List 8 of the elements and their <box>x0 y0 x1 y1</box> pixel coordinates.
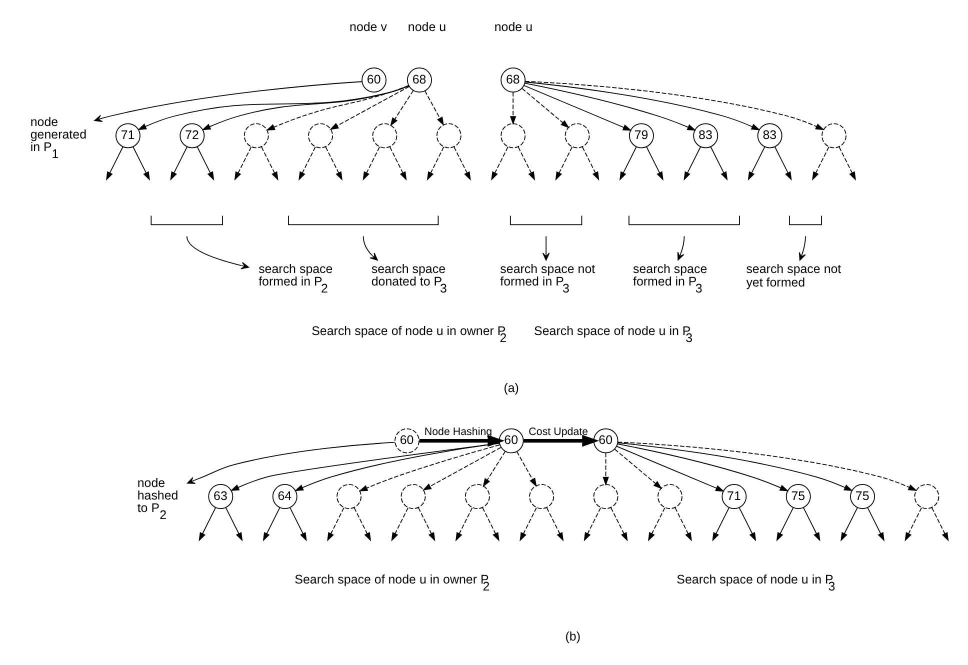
edge-label: Node Hashing <box>424 426 492 438</box>
node-label: node u <box>494 20 532 34</box>
node-text: search space not yet formed <box>746 262 841 290</box>
node-label: node u <box>407 20 446 34</box>
node-label: node v <box>349 20 386 34</box>
label: (b) <box>564 629 580 644</box>
label: (a) <box>503 380 518 395</box>
edge-label: Cost Update <box>528 426 588 438</box>
